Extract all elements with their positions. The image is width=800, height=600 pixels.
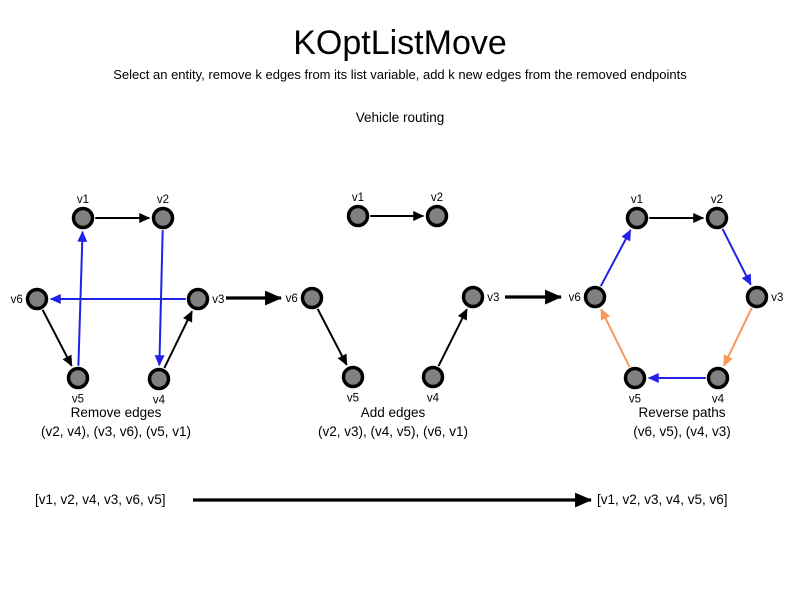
- graph-node-v6: [583, 285, 607, 309]
- reverse-paths-graph-caption: Reverse paths: [638, 405, 725, 420]
- section-label: Vehicle routing: [355, 110, 445, 125]
- node-label-v4: v4: [427, 392, 440, 404]
- node-label-v4: v4: [153, 394, 166, 406]
- node-label-v6: v6: [286, 293, 298, 305]
- edge-v6-v5: [41, 309, 73, 367]
- page-title: KOptListMove: [293, 24, 507, 62]
- graph-node-v3: [745, 285, 769, 309]
- node-label-v3: v3: [212, 294, 224, 306]
- list-before: [v1, v2, v4, v3, v6, v5]: [35, 492, 166, 507]
- graph-node-v4: [421, 365, 445, 389]
- edge-v4-v3: [163, 310, 193, 369]
- edge-v2-v3: [721, 228, 752, 286]
- reverse-paths-graph-caption-detail: (v6, v5), (v4, v3): [633, 424, 731, 439]
- edge-v4-v3: [437, 308, 468, 367]
- graph-node-v6: [300, 286, 324, 310]
- graph-node-v5: [623, 366, 647, 390]
- graph-node-v3: [461, 285, 485, 309]
- graph-node-v1: [625, 206, 649, 230]
- graph-node-v1: [346, 204, 370, 228]
- edge-v2-v4: [154, 230, 165, 367]
- node-label-v3: v3: [771, 292, 783, 304]
- node-label-v3: v3: [487, 292, 499, 304]
- remove-edges-graph-caption-detail: (v2, v4), (v3, v6), (v5, v1): [41, 424, 191, 439]
- node-label-v1: v1: [352, 192, 364, 204]
- graph-node-v5: [341, 365, 365, 389]
- node-label-v6: v6: [11, 294, 23, 306]
- graph-node-v2: [151, 206, 175, 230]
- page-subtitle: Select an entity, remove k edges from it…: [113, 67, 687, 82]
- node-label-v2: v2: [157, 194, 169, 206]
- graph-node-v3: [186, 287, 210, 311]
- graph-node-v1: [71, 206, 95, 230]
- edge-v6-v1: [599, 229, 632, 287]
- node-label-v2: v2: [431, 192, 443, 204]
- graph-node-v6: [25, 287, 49, 311]
- node-label-v6: v6: [569, 292, 581, 304]
- graph-node-v4: [706, 366, 730, 390]
- node-label-v2: v2: [711, 194, 723, 206]
- node-label-v5: v5: [347, 392, 359, 404]
- edge-v5-v6: [600, 308, 631, 368]
- node-label-v5: v5: [72, 393, 84, 405]
- node-label-v1: v1: [77, 194, 89, 206]
- node-label-v4: v4: [712, 393, 725, 405]
- graph-node-v4: [147, 367, 171, 391]
- remove-edges-graph-caption: Remove edges: [71, 405, 162, 420]
- graph-node-v2: [705, 206, 729, 230]
- edge-v6-v5: [316, 308, 348, 366]
- add-edges-graph-caption-detail: (v2, v3), (v4, v5), (v6, v1): [318, 424, 468, 439]
- graph-node-v5: [66, 366, 90, 390]
- node-label-v5: v5: [629, 393, 641, 405]
- graph-node-v2: [425, 204, 449, 228]
- edge-v3-v4: [723, 307, 753, 367]
- list-after: [v1, v2, v3, v4, v5, v6]: [597, 492, 728, 507]
- node-label-v1: v1: [631, 194, 643, 206]
- add-edges-graph-caption: Add edges: [361, 405, 426, 420]
